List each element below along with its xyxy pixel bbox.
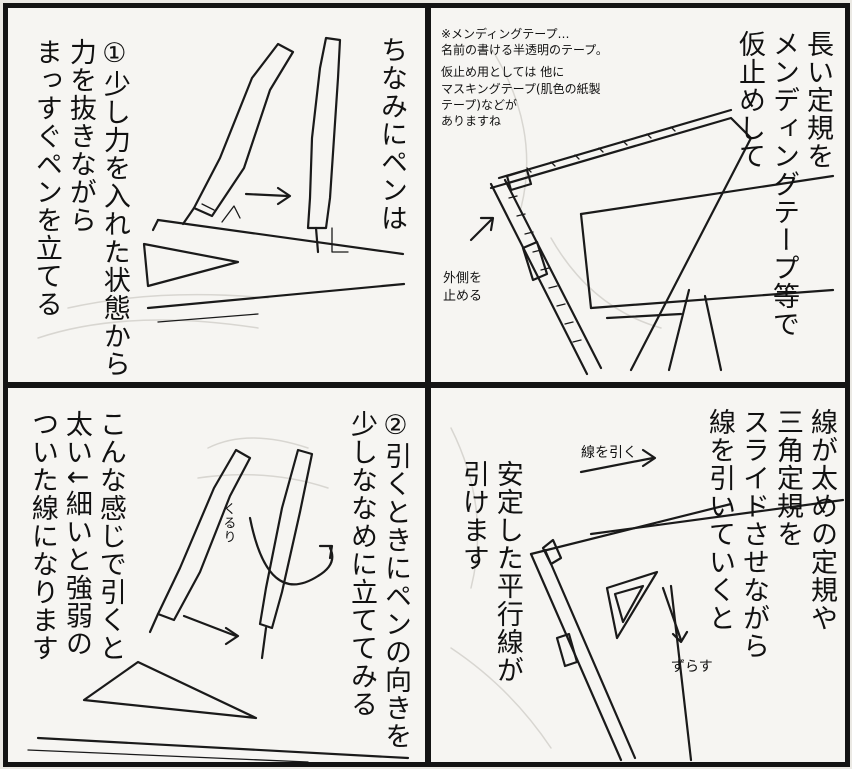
panel-1-text-col-3: まっすぐペンを立てる: [30, 38, 62, 318]
panel-4-text-col-1: 線が太めの定規や: [806, 408, 837, 632]
panel-2-text-col-3: 仮止めして: [734, 30, 765, 170]
panel-1-heading: ちなみにペンは: [376, 36, 407, 232]
ruler-tape-illustration: [469, 47, 835, 376]
pen-upright-illustration: [37, 36, 406, 339]
note-line-4: マスキングテープ(肌色の紙製: [441, 81, 601, 96]
panel-4-text-col-5: 安定した平行線が: [491, 460, 523, 684]
note-line-3: 仮止め用としては 他に: [441, 65, 565, 80]
mending-tape-note: ※メンディングテープ… 名前の書ける半透明のテープ。 仮止め用としては 他に マ…: [441, 26, 608, 129]
panel-1-text-col-2: 力を抜きながら: [64, 38, 96, 234]
panel-2-text-col-2: メンディングテープ等で: [768, 30, 799, 338]
panel-4-text-col-2: 三角定規を: [772, 408, 803, 548]
side-note-line-2: 止める: [443, 288, 483, 304]
panel-3-text-col-3: ついた線になります: [26, 410, 58, 662]
panel-pen-upright: ちなみにペンは ①少し力を入れた状態から 力を抜きながら まっすぐペンを立てる: [3, 3, 430, 387]
panel-ruler-tape: 長い定規を メンディングテープ等で 仮止めして ※メンディングテープ… 名前の書…: [426, 3, 850, 387]
panel-parallel-lines: 線を引く ずらす 線が太めの定規や 三角定規を スライドさせながら 線を引いてい…: [426, 383, 850, 767]
panel-3-head-col-1: ②引くときにペンの向きを: [380, 410, 411, 750]
panel-1-text-col-1: ①少し力を入れた状態から: [98, 38, 130, 378]
label-slide: ずらす: [671, 659, 713, 675]
note-line-1: ※メンディングテープ…: [441, 27, 570, 41]
side-note: 外側を 止める: [443, 270, 482, 305]
panel-3-text-col-2: 太い↓細いと強弱の: [60, 410, 92, 658]
panel-4-text-col-4: 線を引いていくと: [704, 408, 735, 632]
pen-angle-illustration: [27, 437, 410, 762]
side-note-line-1: 外側を: [443, 271, 483, 286]
note-line-5: テープ)などが: [441, 97, 517, 112]
panel-4-text-col-3: スライドさせながら: [738, 408, 769, 660]
panel-4-text-col-6: 引けます: [457, 460, 489, 572]
label-draw-line: 線を引く: [581, 445, 637, 461]
panel-pen-angle: くるり ②引くときにペンの向きを 少しななめに立ててみる こんな感じで引くと 太…: [3, 383, 430, 767]
panel-2-text-col-1: 長い定規を: [802, 30, 833, 170]
sfx-kururi: くるり: [220, 502, 236, 544]
parallel-lines-illustration: [450, 427, 845, 762]
panel-3-head-col-2: 少しななめに立ててみる: [346, 410, 377, 718]
panel-3-text-col-1: こんな感じで引くと: [94, 410, 126, 662]
note-line-2: 名前の書ける半透明のテープ。: [441, 43, 608, 58]
note-line-6: ありますね: [441, 113, 502, 128]
